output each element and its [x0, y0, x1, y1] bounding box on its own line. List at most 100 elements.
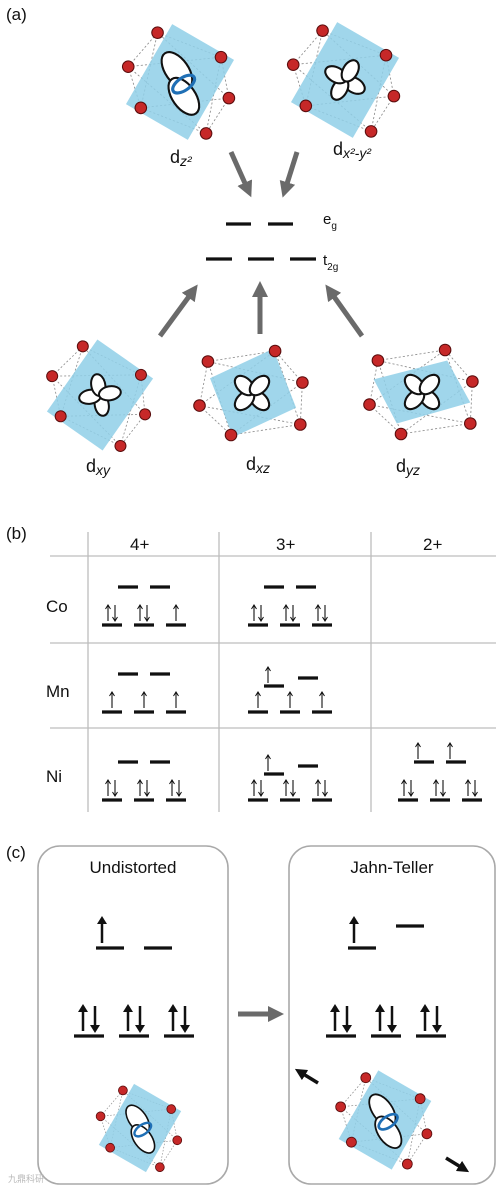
watermark: 九鼎科研: [8, 1173, 44, 1185]
spin-up-head: [169, 779, 175, 785]
cage-edge: [207, 361, 303, 383]
spin-down-head: [258, 616, 264, 622]
panel-a: (a) dz² dx²-y² dxy dxz dyz eg t2g: [6, 5, 479, 478]
ligand-atom: [360, 1072, 372, 1084]
octahedron-body: [363, 343, 479, 441]
cage-edge: [369, 360, 379, 405]
ligand-atom: [214, 50, 228, 64]
ligand-atom: [224, 428, 238, 442]
orbital-label-dz2: dz²: [170, 147, 193, 169]
spin-down-head: [322, 616, 328, 622]
spin-up-head: [420, 1004, 430, 1012]
spin-up-head: [141, 691, 147, 697]
ligand-atom: [46, 370, 59, 383]
spin-down-head: [258, 791, 264, 797]
ligand-atom: [95, 1111, 106, 1122]
spin-down-head: [387, 1025, 397, 1033]
spin-up-head: [375, 1004, 385, 1012]
orbital-torus: [171, 73, 197, 95]
cage-edge: [199, 361, 209, 406]
spin-up-head: [319, 691, 325, 697]
ligand-atom: [346, 1136, 357, 1148]
ligand-atom: [394, 427, 408, 441]
spin-up-head: [315, 604, 321, 610]
cage-edge: [205, 97, 230, 134]
spin-up-head: [315, 779, 321, 785]
orbital-lobe: [248, 374, 271, 397]
cage-edge: [370, 95, 395, 132]
spin-up-head: [137, 779, 143, 785]
cage-edge: [340, 1077, 367, 1108]
cage-edge: [444, 349, 473, 382]
spin-down-head: [135, 1025, 145, 1033]
ligand-atom: [166, 1104, 177, 1114]
cage-edge: [207, 350, 276, 362]
spin-down-head: [112, 791, 118, 797]
orbital-torus: [377, 1112, 399, 1131]
spin-up-head: [415, 742, 421, 748]
electron-configurations: [102, 585, 482, 802]
ligand-atom: [466, 375, 479, 388]
octahedron-body: [335, 1070, 433, 1170]
ligand-atom: [155, 1162, 165, 1172]
octahedron-dxz-icon: [193, 344, 309, 442]
cage-edge: [199, 405, 232, 436]
spin-down-head: [90, 1025, 100, 1033]
spin-up-head: [251, 604, 257, 610]
distortion-arrow-up-icon: [294, 1068, 319, 1085]
cage-edge: [120, 414, 146, 447]
cage-edge: [51, 346, 84, 377]
cage-edge: [274, 350, 303, 383]
cage-edge: [377, 360, 473, 382]
undistorted-title: Undistorted: [90, 858, 177, 877]
ligand-atom: [172, 1135, 183, 1146]
spin-up-head: [251, 779, 257, 785]
spin-up-head: [349, 916, 359, 924]
cage-edge: [377, 349, 446, 361]
spin-down-head: [290, 791, 296, 797]
spin-down-head: [432, 1025, 442, 1033]
row-header-co: Co: [46, 597, 68, 616]
octahedron-dz2-icon: [121, 24, 236, 140]
cage-edge: [100, 1116, 111, 1148]
ligand-atom: [54, 410, 67, 423]
eg-label: eg: [323, 211, 337, 232]
ligand-atom: [293, 418, 307, 431]
orbital-label-dyz: dyz: [396, 456, 420, 478]
spin-up-head: [287, 691, 293, 697]
cage-edge: [400, 423, 471, 435]
orbital-label-dxz: dxz: [246, 454, 270, 476]
octahedron-dxy-icon: [46, 339, 154, 452]
cage-edge: [469, 381, 473, 424]
ligand-atom: [463, 417, 477, 430]
cage-edge: [159, 1140, 178, 1168]
column-header-2plus: 2+: [423, 535, 442, 554]
spin-down-head: [342, 1025, 352, 1033]
orbital-lobe: [340, 59, 360, 83]
spin-up-head: [105, 779, 111, 785]
panel-b-label: (b): [6, 524, 27, 543]
ligand-atom: [401, 1158, 413, 1170]
ligand-atom: [363, 398, 376, 411]
ligand-atom: [414, 1093, 426, 1105]
spin-up-head: [173, 604, 179, 610]
ligand-atom: [387, 89, 401, 103]
orbital-lobe: [374, 1115, 403, 1149]
ligand-atom: [379, 48, 393, 62]
undistorted-box: [37, 845, 229, 1185]
cage-edge: [51, 376, 62, 417]
t2g-label: t2g: [323, 252, 338, 273]
spin-down-head: [112, 616, 118, 622]
octahedron-body: [121, 24, 236, 140]
spin-up-head: [173, 691, 179, 697]
octahedron-body: [286, 22, 401, 138]
spin-up-head: [401, 779, 407, 785]
octahedron-dx2-y2-icon: [286, 22, 401, 138]
spin-up-head: [283, 604, 289, 610]
orbital-torus: [133, 1121, 153, 1138]
ligand-atom: [335, 1101, 347, 1113]
row-header-ni: Ni: [46, 767, 62, 786]
column-header-4plus: 4+: [130, 535, 149, 554]
spin-up-head: [465, 779, 471, 785]
spin-up-head: [433, 779, 439, 785]
